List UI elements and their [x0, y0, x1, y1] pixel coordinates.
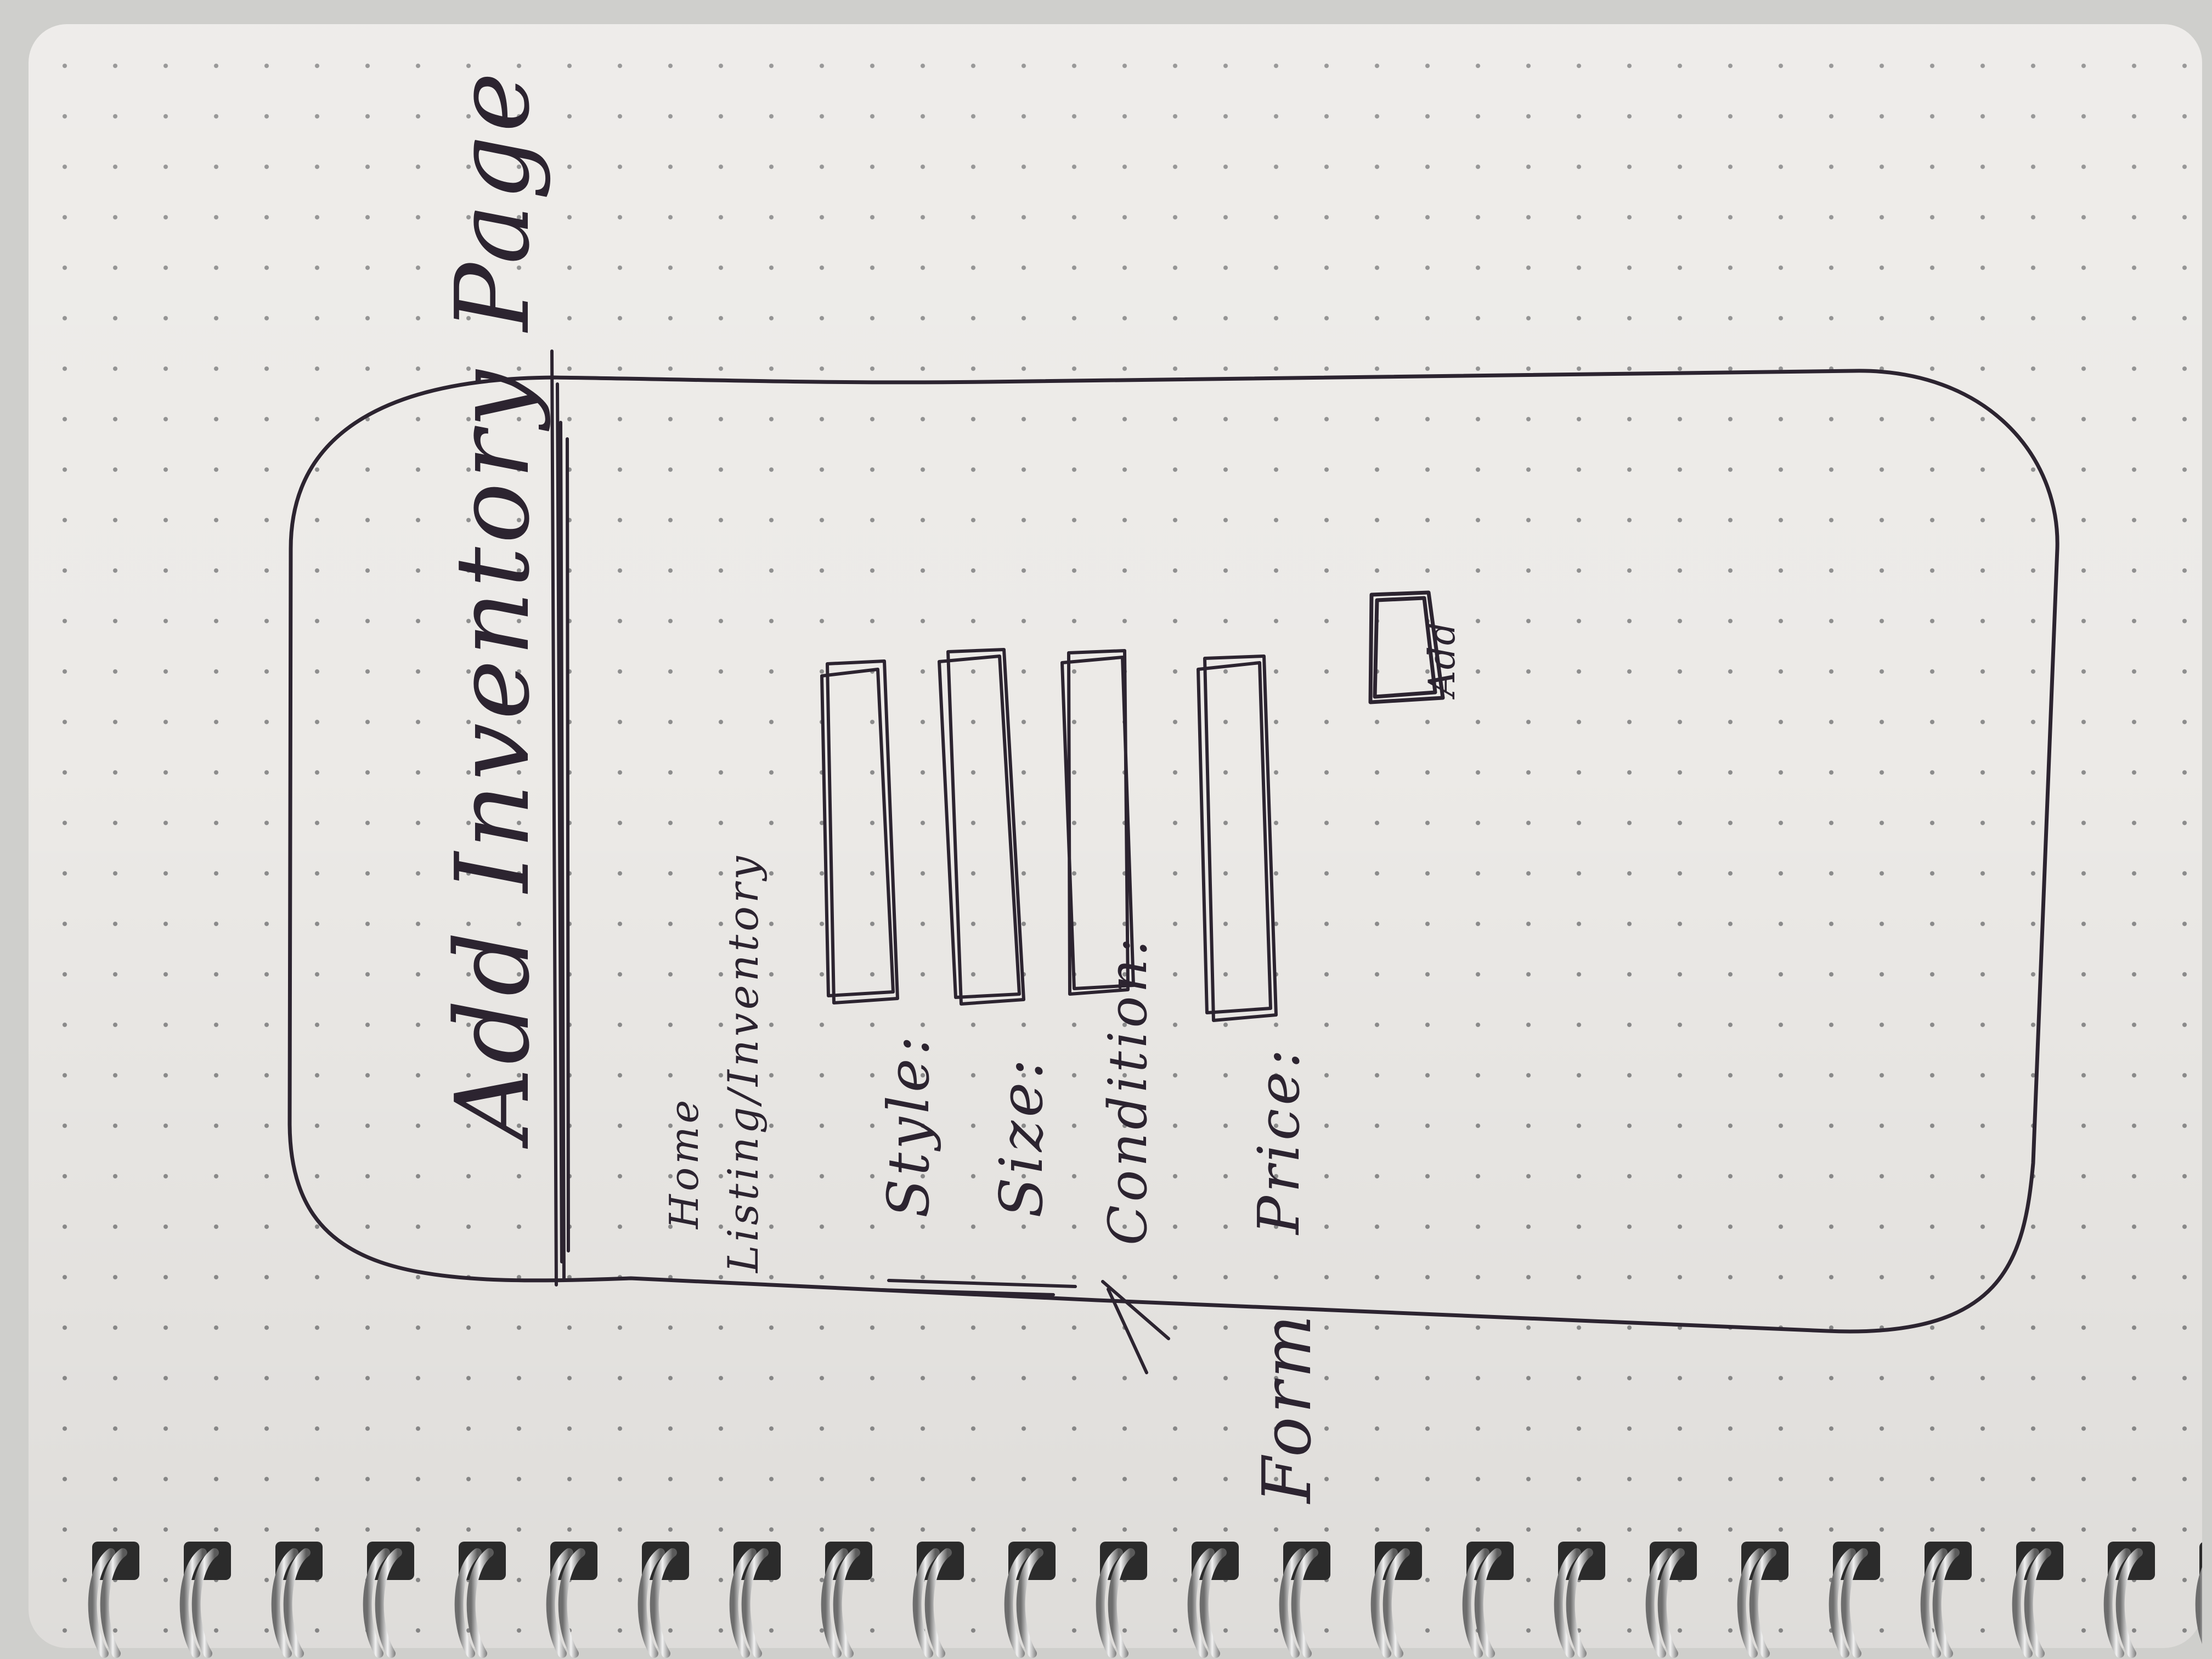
spiral-ring — [191, 1548, 219, 1658]
spiral-ring — [1737, 1548, 1764, 1658]
style-input[interactable] — [820, 659, 899, 1005]
spiral-ring — [2115, 1548, 2143, 1658]
add-button[interactable]: Add — [1421, 620, 1463, 697]
spiral-ring — [1474, 1548, 1502, 1658]
spiral-ring — [833, 1548, 860, 1658]
spiral-ring — [924, 1548, 952, 1658]
spiral-ring — [729, 1548, 757, 1658]
spiral-ring — [1279, 1548, 1306, 1658]
spiral-ring — [1829, 1548, 1856, 1658]
spiral-ring — [650, 1548, 677, 1658]
spiral-ring — [1841, 1548, 1868, 1658]
spiral-ring — [1370, 1548, 1398, 1658]
size-input[interactable] — [938, 648, 1025, 1006]
spiral-ring — [1920, 1548, 1948, 1658]
spiral-ring — [88, 1548, 115, 1658]
price-input[interactable] — [1197, 654, 1278, 1022]
spiral-ring — [1383, 1548, 1410, 1658]
breadcrumb-home[interactable]: Home — [661, 1096, 707, 1229]
spiral-ring — [558, 1548, 585, 1658]
breadcrumb-trail[interactable]: Listing/Inventory — [719, 853, 768, 1273]
phone-outline — [287, 369, 2059, 1334]
spiral-ring — [1016, 1548, 1043, 1658]
spiral-ring — [1462, 1548, 1489, 1658]
spiral-ring — [363, 1548, 390, 1658]
annotation-arrow — [860, 1279, 1170, 1374]
style-label: Style: — [875, 1032, 942, 1218]
spiral-ring — [637, 1548, 665, 1658]
spiral-ring — [2103, 1548, 2131, 1658]
spiral-ring — [1932, 1548, 1960, 1658]
spiral-ring — [1657, 1548, 1685, 1658]
spiral-ring — [2024, 1548, 2051, 1658]
spiral-ring — [179, 1548, 207, 1658]
spiral-ring — [375, 1548, 402, 1658]
spiral-ring — [821, 1548, 848, 1658]
spiral-ring — [1187, 1548, 1215, 1658]
size-label: Size: — [988, 1056, 1056, 1218]
price-label: Price: — [1245, 1046, 1312, 1234]
spiral-ring — [741, 1548, 769, 1658]
add-button-outline[interactable] — [1368, 590, 1445, 704]
spiral-ring — [1566, 1548, 1593, 1658]
spiral-ring — [546, 1548, 573, 1658]
spiral-ring — [1645, 1548, 1673, 1658]
spiral-ring — [1291, 1548, 1318, 1658]
spiral-ring — [1096, 1548, 1123, 1658]
condition-input[interactable] — [1060, 649, 1135, 996]
notebook-page — [29, 24, 2202, 1648]
spiral-ring — [466, 1548, 494, 1658]
spiral-ring — [100, 1548, 127, 1658]
spiral-ring — [912, 1548, 940, 1658]
header-divider — [550, 349, 570, 1286]
page-title: Add Inventory Page — [433, 69, 552, 1141]
form-annotation: Form — [1248, 1311, 1326, 1503]
spiral-ring — [1108, 1548, 1135, 1658]
spiral-ring — [2012, 1548, 2039, 1658]
paper-shading — [29, 24, 2202, 1648]
spiral-binding — [88, 1542, 2202, 1658]
condition-label: Condition: — [1097, 934, 1159, 1245]
spiral-ring — [271, 1548, 298, 1658]
spiral-ring — [2195, 1567, 2202, 1644]
spiral-ring — [1004, 1548, 1031, 1658]
spiral-ring — [1554, 1548, 1581, 1658]
spiral-ring — [283, 1548, 311, 1658]
spiral-ring — [454, 1548, 482, 1658]
spiral-ring — [1749, 1548, 1776, 1658]
spiral-ring — [1199, 1548, 1227, 1658]
